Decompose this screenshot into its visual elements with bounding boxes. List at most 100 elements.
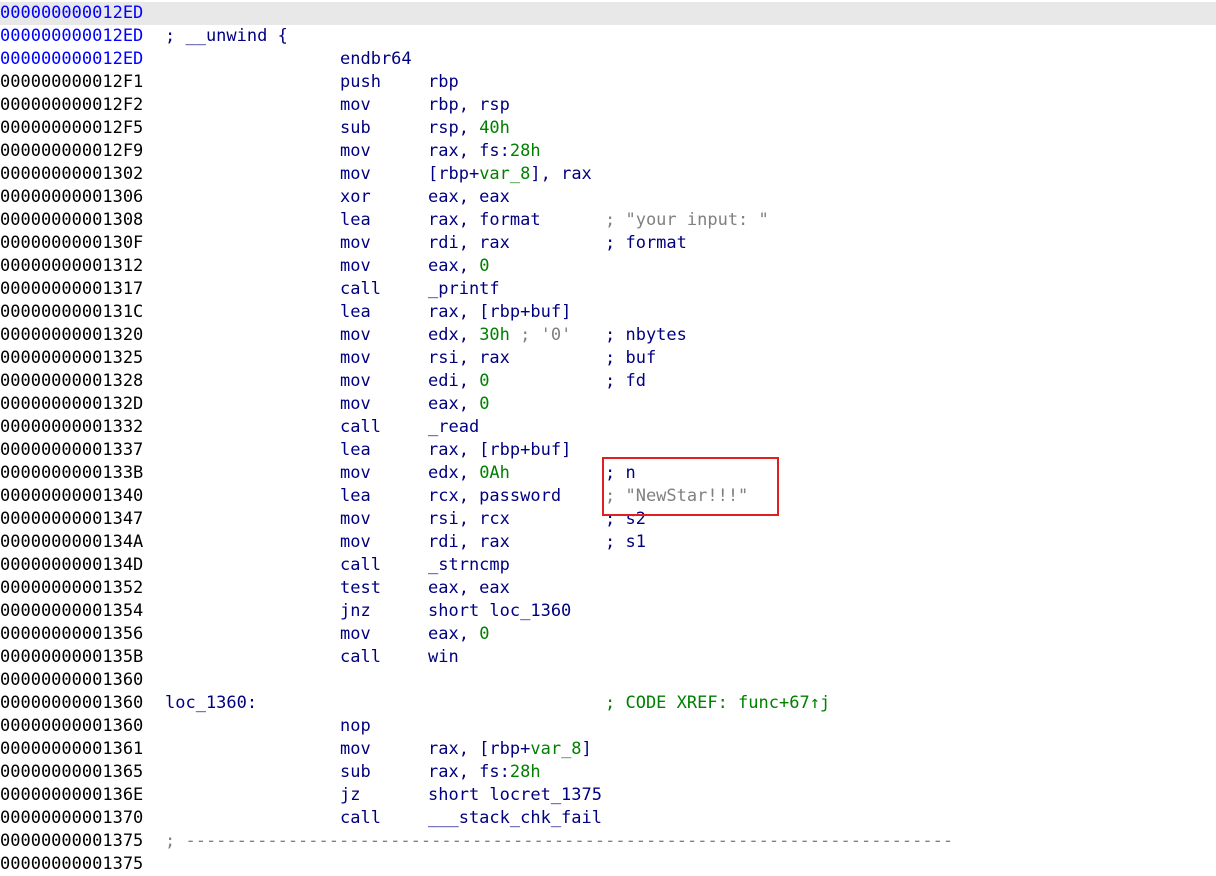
line-address[interactable]: 00000000001360: [0, 693, 144, 713]
line-address[interactable]: 00000000001354: [0, 601, 144, 621]
line-address[interactable]: 000000000012ED: [0, 49, 144, 69]
listing-line[interactable]: 00000000001312 mov eax, 0: [0, 255, 1216, 278]
instruction-mnemonic[interactable]: call: [340, 279, 381, 299]
operand-token[interactable]: short locret_1375: [428, 785, 602, 805]
operand-token[interactable]: _strncmp: [428, 555, 510, 575]
operand-token[interactable]: var_8: [530, 739, 582, 759]
line-address[interactable]: 00000000001375: [0, 831, 144, 851]
instruction-mnemonic[interactable]: sub: [340, 762, 371, 782]
operand-token[interactable]: rax, fs:: [428, 141, 510, 161]
instruction-operands[interactable]: ___stack_chk_fail: [428, 807, 602, 830]
operand-token[interactable]: 28h: [509, 762, 541, 782]
listing-line[interactable]: 00000000001375; ------------------------…: [0, 830, 1216, 853]
instruction-mnemonic[interactable]: sub: [340, 118, 371, 138]
instruction-operands[interactable]: rax, [rbp+var_8]: [428, 738, 592, 761]
line-address[interactable]: 000000000012ED: [0, 3, 144, 23]
line-address[interactable]: 00000000001370: [0, 808, 144, 828]
line-address[interactable]: 0000000000130F: [0, 233, 144, 253]
operand-token[interactable]: ]: [561, 440, 572, 460]
instruction-operands[interactable]: rdi, rax: [428, 232, 510, 255]
code-label[interactable]: loc_1360:: [165, 693, 258, 713]
instruction-mnemonic[interactable]: mov: [340, 256, 371, 276]
instruction-mnemonic[interactable]: mov: [340, 463, 371, 483]
instruction-mnemonic[interactable]: lea: [340, 486, 371, 506]
instruction-mnemonic[interactable]: mov: [340, 532, 371, 552]
operand-token[interactable]: eax,: [428, 624, 480, 644]
line-address[interactable]: 00000000001306: [0, 187, 144, 207]
operand-token[interactable]: rbp, rsp: [428, 95, 510, 115]
instruction-operands[interactable]: eax, eax: [428, 577, 510, 600]
operand-token[interactable]: rcx, password: [428, 486, 562, 506]
instruction-operands[interactable]: rsp, 40h: [428, 117, 510, 140]
line-address[interactable]: 00000000001356: [0, 624, 144, 644]
line-address[interactable]: 0000000000136E: [0, 785, 144, 805]
operand-token[interactable]: rax, [rbp+: [428, 440, 531, 460]
operand-token[interactable]: ___stack_chk_fail: [428, 808, 602, 828]
code-label[interactable]: ; __unwind {: [165, 26, 288, 46]
operand-token[interactable]: 0Ah: [479, 463, 510, 483]
operand-token[interactable]: edx,: [428, 325, 480, 345]
operand-token[interactable]: 28h: [509, 141, 541, 161]
instruction-operands[interactable]: eax, 0: [428, 393, 489, 416]
instruction-mnemonic[interactable]: mov: [340, 624, 371, 644]
listing-line[interactable]: 000000000012F5 sub rsp, 40h: [0, 117, 1216, 140]
line-address[interactable]: 00000000001312: [0, 256, 144, 276]
instruction-operands[interactable]: edi, 0: [428, 370, 489, 393]
line-address[interactable]: 00000000001332: [0, 417, 144, 437]
line-address[interactable]: 00000000001317: [0, 279, 144, 299]
instruction-mnemonic[interactable]: lea: [340, 210, 371, 230]
operand-token[interactable]: ]: [581, 739, 592, 759]
listing-line[interactable]: 000000000012ED: [0, 2, 1216, 25]
line-address[interactable]: 000000000012F9: [0, 141, 144, 161]
line-address[interactable]: 00000000001365: [0, 762, 144, 782]
line-address[interactable]: 000000000012F5: [0, 118, 144, 138]
instruction-operands[interactable]: eax, 0: [428, 623, 489, 646]
instruction-operands[interactable]: rbp, rsp: [428, 94, 510, 117]
instruction-operands[interactable]: [rbp+var_8], rax: [428, 163, 592, 186]
instruction-mnemonic[interactable]: lea: [340, 440, 371, 460]
line-address[interactable]: 0000000000135B: [0, 647, 144, 667]
line-address[interactable]: 00000000001308: [0, 210, 144, 230]
operand-token[interactable]: eax,: [428, 394, 480, 414]
line-address[interactable]: 0000000000132D: [0, 394, 144, 414]
instruction-mnemonic[interactable]: mov: [340, 371, 371, 391]
instruction-mnemonic[interactable]: call: [340, 555, 381, 575]
line-address[interactable]: 00000000001352: [0, 578, 144, 598]
instruction-operands[interactable]: rsi, rcx: [428, 508, 510, 531]
instruction-operands[interactable]: eax, 0: [428, 255, 489, 278]
operand-token[interactable]: _printf: [428, 279, 500, 299]
operand-token[interactable]: 0: [479, 394, 490, 414]
listing-line[interactable]: 00000000001356 mov eax, 0: [0, 623, 1216, 646]
operand-token[interactable]: 0: [479, 624, 490, 644]
line-address[interactable]: 00000000001360: [0, 716, 144, 736]
line-address[interactable]: 00000000001340: [0, 486, 144, 506]
instruction-operands[interactable]: edx, 30h ; '0': [428, 324, 571, 347]
instruction-mnemonic[interactable]: jnz: [340, 601, 371, 621]
operand-token[interactable]: eax,: [428, 256, 480, 276]
operand-token[interactable]: rsi, rax: [428, 348, 510, 368]
operand-token[interactable]: rbp: [428, 72, 459, 92]
instruction-operands[interactable]: rcx, password: [428, 485, 561, 508]
operand-token[interactable]: 30h: [479, 325, 510, 345]
instruction-mnemonic[interactable]: mov: [340, 509, 371, 529]
line-address[interactable]: 00000000001375: [0, 854, 144, 874]
operand-token[interactable]: ], rax: [530, 164, 592, 184]
listing-line[interactable]: 00000000001375: [0, 853, 1216, 876]
instruction-mnemonic[interactable]: push: [340, 72, 381, 92]
